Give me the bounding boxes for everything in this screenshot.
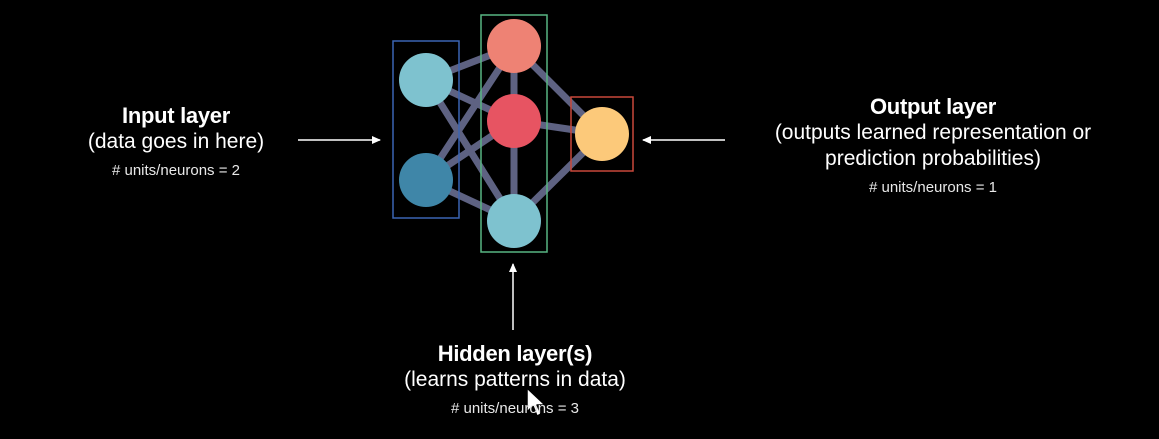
neurons bbox=[399, 19, 629, 248]
hidden-layer-label: Hidden layer(s) (learns patterns in data… bbox=[404, 341, 626, 419]
input-layer-units: # units/neurons = 2 bbox=[111, 162, 240, 179]
hidden-neuron-3 bbox=[487, 194, 541, 248]
output-layer-description-line1: (outputs learned representation or bbox=[774, 121, 1092, 144]
hidden-layer-title: Hidden layer(s) bbox=[437, 341, 593, 366]
hidden-neuron-2 bbox=[487, 94, 541, 148]
hidden-neuron-1 bbox=[487, 19, 541, 73]
output-layer-title: Output layer bbox=[870, 94, 996, 119]
hidden-layer-units: # units/neurons = 3 bbox=[450, 400, 580, 417]
mouse-pointer-icon bbox=[526, 387, 546, 417]
output-layer-units: # units/neurons = 1 bbox=[868, 179, 997, 196]
output-layer-box bbox=[570, 96, 634, 172]
input-neuron-2 bbox=[399, 153, 453, 207]
hidden-layer-description: (learns patterns in data) bbox=[404, 368, 626, 391]
output-layer-label: Output layer (outputs learned representa… bbox=[775, 94, 1091, 198]
output-layer-description-line2: prediction probabilities) bbox=[825, 147, 1041, 170]
hidden-layer-box bbox=[480, 14, 548, 253]
input-layer-box bbox=[392, 40, 460, 219]
input-layer-label: Input layer (data goes in here) # units/… bbox=[88, 103, 264, 181]
output-neuron-1 bbox=[575, 107, 629, 161]
input-layer-description: (data goes in here) bbox=[87, 130, 265, 153]
input-layer-title: Input layer bbox=[122, 103, 230, 128]
input-neuron-1 bbox=[399, 53, 453, 107]
